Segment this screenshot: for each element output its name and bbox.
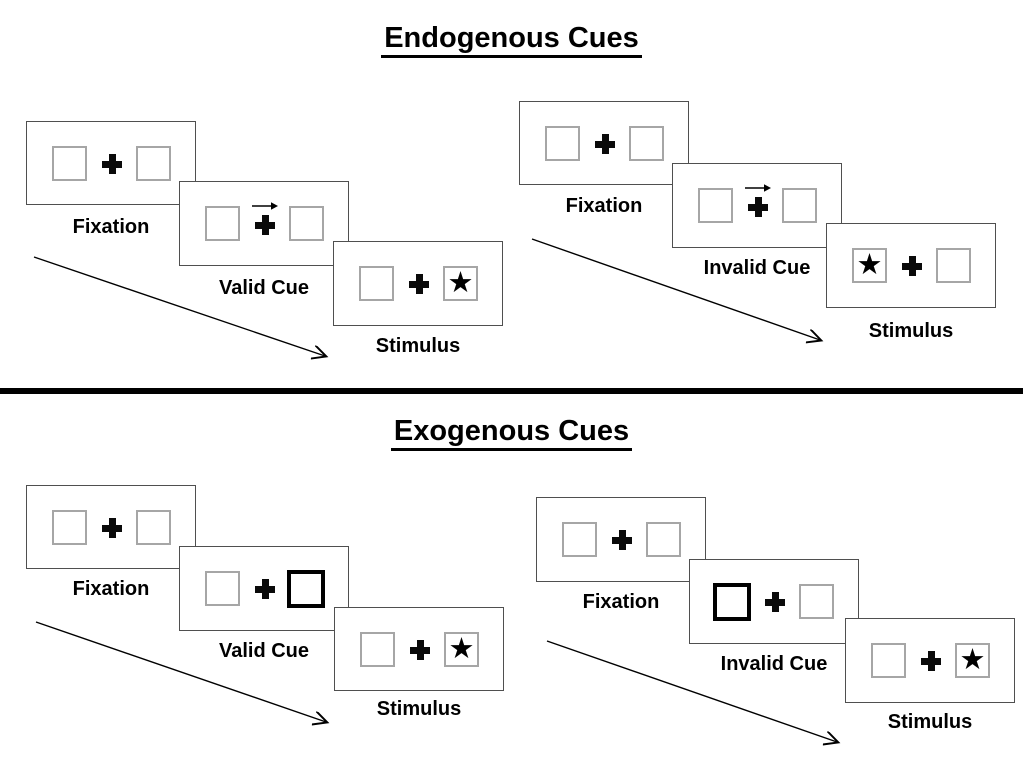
left-box-bold-cue [713, 583, 751, 621]
right-box [629, 126, 664, 161]
right-box-target: ★ [444, 632, 479, 667]
fixation-cross-icon [102, 518, 122, 538]
cue-label: Valid Cue [218, 640, 310, 662]
right-box [136, 146, 171, 181]
stimulus-label: Stimulus [376, 698, 462, 720]
right-box-target: ★ [955, 643, 990, 678]
fixation-cross-icon [765, 592, 785, 612]
right-box [799, 584, 834, 619]
left-box [205, 571, 240, 606]
fixation-cross-icon [409, 274, 429, 294]
right-box-bold-cue [287, 570, 325, 608]
timeline-arrow-icon [531, 238, 831, 350]
fixation-label: Fixation [582, 591, 660, 613]
fixation-cross-icon [410, 640, 430, 660]
left-box [562, 522, 597, 557]
stimulus-screen: ★ [333, 241, 503, 326]
section-title-endogenous: Endogenous Cues [0, 22, 1023, 58]
section-title-exogenous-text: Exogenous Cues [390, 415, 633, 451]
left-box [360, 632, 395, 667]
fixation-cross-icon [902, 256, 922, 276]
cue-screen [179, 546, 349, 631]
fixation-screen [26, 121, 196, 205]
cue-label: Invalid Cue [720, 653, 828, 675]
stimulus-label: Stimulus [868, 320, 954, 342]
left-box [698, 188, 733, 223]
star-icon: ★ [448, 631, 475, 665]
fixation-cross-icon [921, 651, 941, 671]
right-box [646, 522, 681, 557]
left-box [205, 206, 240, 241]
fixation-cross-icon [595, 134, 615, 154]
timeline-arrow-icon [33, 256, 335, 366]
fixation-cross-icon [748, 197, 768, 217]
stimulus-label: Stimulus [887, 711, 973, 733]
stimulus-screen: ★ [845, 618, 1015, 703]
right-box [782, 188, 817, 223]
left-box [52, 510, 87, 545]
section-title-exogenous: Exogenous Cues [0, 415, 1023, 451]
right-box [936, 248, 971, 283]
fixation-label: Fixation [72, 578, 150, 600]
section-divider [0, 388, 1023, 394]
star-icon: ★ [856, 247, 883, 281]
star-icon: ★ [959, 642, 986, 676]
stimulus-screen: ★ [334, 607, 504, 691]
timeline-arrow-icon [35, 621, 337, 731]
left-box [359, 266, 394, 301]
cue-label: Invalid Cue [703, 257, 811, 279]
fixation-screen [519, 101, 689, 185]
cue-arrow-right-icon [252, 202, 278, 210]
fixation-cross-icon [612, 530, 632, 550]
left-box [545, 126, 580, 161]
cue-label: Valid Cue [218, 277, 310, 299]
fixation-label: Fixation [72, 216, 150, 238]
left-box [871, 643, 906, 678]
cue-arrow-right-icon [745, 184, 771, 192]
cue-screen [689, 559, 859, 644]
fixation-screen [26, 485, 196, 569]
fixation-cross-icon [255, 579, 275, 599]
fixation-label: Fixation [565, 195, 643, 217]
star-icon: ★ [447, 265, 474, 299]
timeline-arrow-icon [546, 640, 848, 752]
left-box-target: ★ [852, 248, 887, 283]
right-box [289, 206, 324, 241]
left-box [52, 146, 87, 181]
right-box-target: ★ [443, 266, 478, 301]
stimulus-label: Stimulus [375, 335, 461, 357]
right-box [136, 510, 171, 545]
fixation-screen [536, 497, 706, 582]
cue-screen [672, 163, 842, 248]
section-title-endogenous-text: Endogenous Cues [381, 22, 642, 58]
fixation-cross-icon [102, 154, 122, 174]
fixation-cross-icon [255, 215, 275, 235]
stimulus-screen: ★ [826, 223, 996, 308]
cue-screen [179, 181, 349, 266]
